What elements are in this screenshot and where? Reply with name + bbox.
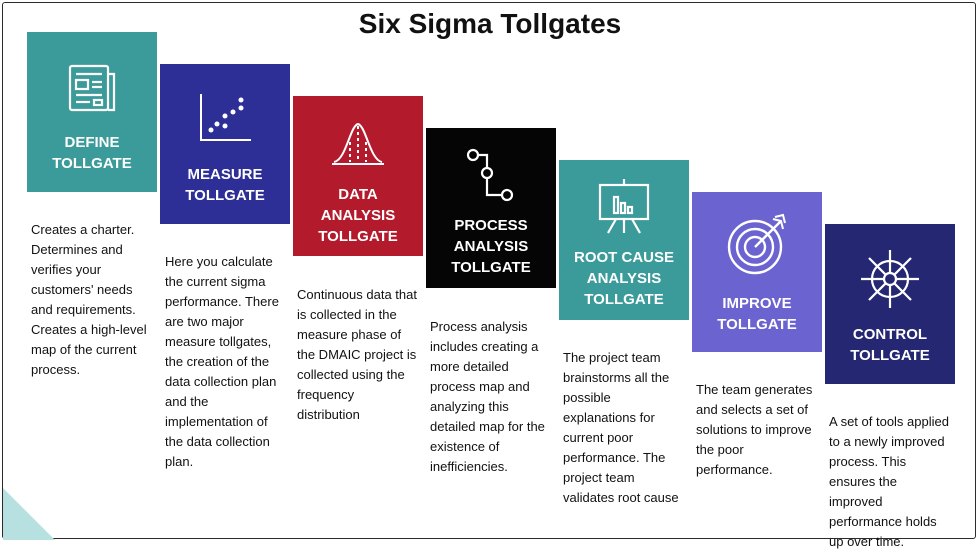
define-tollgate-box: DEFINE TOLLGATE bbox=[27, 32, 157, 192]
improve-tollgate-label: IMPROVE TOLLGATE bbox=[717, 295, 797, 333]
measure-tollgate-label: MEASURE TOLLGATE bbox=[185, 166, 265, 204]
scatter-plot-icon bbox=[200, 94, 251, 141]
measure-tollgate-box: MEASURE TOLLGATE bbox=[160, 64, 290, 224]
root-cause-analysis-tollgate-description: The project team brainstorms all the pos… bbox=[563, 350, 679, 505]
process-analysis-tollgate-box: PROCESS ANALYSIS TOLLGATE bbox=[426, 128, 556, 288]
data-analysis-tollgate-box: DATA ANALYSIS TOLLGATE bbox=[293, 96, 423, 256]
presentation-board-icon bbox=[598, 178, 650, 234]
define-tollgate-description: Creates a charter. Determines and verifi… bbox=[31, 222, 147, 377]
page-title: Six Sigma Tollgates bbox=[358, 8, 622, 39]
define-tollgate-label: DEFINE TOLLGATE bbox=[52, 134, 132, 172]
document-icon bbox=[68, 64, 116, 112]
improve-tollgate-box: IMPROVE TOLLGATE bbox=[692, 192, 822, 352]
slide-frame bbox=[2, 2, 976, 539]
measure-tollgate-description: Here you calculate the current sigma per… bbox=[165, 254, 279, 469]
control-tollgate-label: CONTROL TOLLGATE bbox=[850, 326, 930, 364]
control-tollgate-description: A set of tools applied to a newly improv… bbox=[829, 414, 949, 549]
improve-tollgate-description: The team generates and selects a set of … bbox=[696, 382, 813, 477]
data-analysis-tollgate-description: Continuous data that is collected in the… bbox=[297, 287, 417, 422]
control-tollgate-box: CONTROL TOLLGATE bbox=[825, 224, 955, 384]
root-cause-analysis-tollgate-label: ROOT CAUSE ANALYSIS TOLLGATE bbox=[573, 248, 674, 308]
ship-wheel-icon bbox=[861, 250, 919, 308]
bell-curve-icon bbox=[332, 122, 384, 165]
root-cause-analysis-tollgate-box: ROOT CAUSE ANALYSIS TOLLGATE bbox=[559, 160, 689, 320]
process-path-icon bbox=[466, 148, 514, 201]
process-analysis-tollgate-label: PROCESS ANALYSIS TOLLGATE bbox=[451, 216, 531, 276]
target-arrow-icon bbox=[727, 213, 786, 275]
data-analysis-tollgate-label: DATA ANALYSIS TOLLGATE bbox=[318, 185, 398, 245]
process-analysis-tollgate-description: Process analysis includes creating a mor… bbox=[430, 319, 545, 474]
corner-decoration bbox=[3, 488, 55, 540]
